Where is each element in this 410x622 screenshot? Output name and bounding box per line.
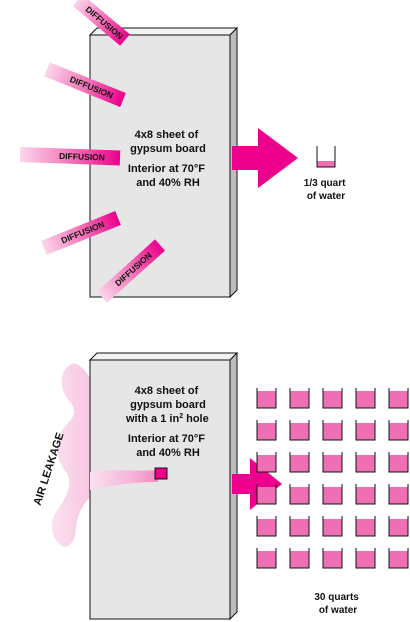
water-container: [356, 452, 375, 472]
condition-text-line: and 40% RH: [136, 447, 200, 459]
water-container: [356, 516, 375, 536]
result-text-line: 30 quarts: [314, 592, 359, 603]
result-text-line: of water: [319, 605, 357, 616]
water-container: [389, 516, 408, 536]
result-text-line: of water: [307, 191, 345, 202]
water-container: [290, 452, 309, 472]
water-container: [389, 420, 408, 440]
water-container: [290, 388, 309, 408]
water-container: [257, 484, 276, 504]
water-container: [323, 452, 342, 472]
moisture-arrow-top: [232, 128, 298, 188]
water-container: [323, 484, 342, 504]
water-container: [356, 548, 375, 568]
svg-text:1/3 quart of water: 1/3 quart of water: [304, 178, 348, 202]
bottom-panel: AIR LEAKAGE 4x8 sheet of gypsum board wi…: [32, 353, 408, 619]
water-container: [389, 484, 408, 504]
water-container: [389, 388, 408, 408]
board-text-line: gypsum board: [130, 399, 206, 411]
board-hole: [155, 468, 167, 479]
water-container: [290, 548, 309, 568]
condition-text-line: and 40% RH: [136, 177, 200, 189]
condition-text-line: Interior at 70°F: [128, 163, 205, 175]
water-container: [257, 548, 276, 568]
water-container-grid: [257, 388, 408, 568]
water-container: [323, 420, 342, 440]
air-leakage-label: AIR LEAKAGE: [32, 431, 67, 507]
water-container: [290, 420, 309, 440]
water-container-small: [317, 146, 335, 167]
water-container: [323, 548, 342, 568]
water-container: [257, 516, 276, 536]
water-container: [257, 452, 276, 472]
water-container: [356, 420, 375, 440]
superscript: 2: [179, 413, 183, 420]
result-text-line: 1/3 quart: [304, 178, 346, 189]
water-container: [356, 388, 375, 408]
board-text-line: 4x8 sheet of: [135, 385, 199, 397]
water-container: [290, 516, 309, 536]
diffusion-label: DIFFUSION: [59, 151, 105, 163]
top-panel: DIFFUSION DIFFUSION DIFFUSION DIFFUSION …: [20, 0, 348, 303]
water-container: [257, 420, 276, 440]
water-container: [389, 452, 408, 472]
board-text-line: gypsum board: [130, 143, 206, 155]
water-container: [257, 388, 276, 408]
board-text-line: with a 1 in: [125, 413, 179, 425]
board-text-line: 4x8 sheet of: [135, 129, 199, 141]
water-container: [389, 548, 408, 568]
water-container: [356, 484, 375, 504]
water-container: [290, 484, 309, 504]
svg-text:30 quarts of water: 30 quarts of water: [314, 592, 361, 616]
water-container: [323, 516, 342, 536]
condition-text-line: Interior at 70°F: [128, 433, 205, 445]
board-text-line: hole: [186, 413, 209, 425]
water-container: [323, 388, 342, 408]
